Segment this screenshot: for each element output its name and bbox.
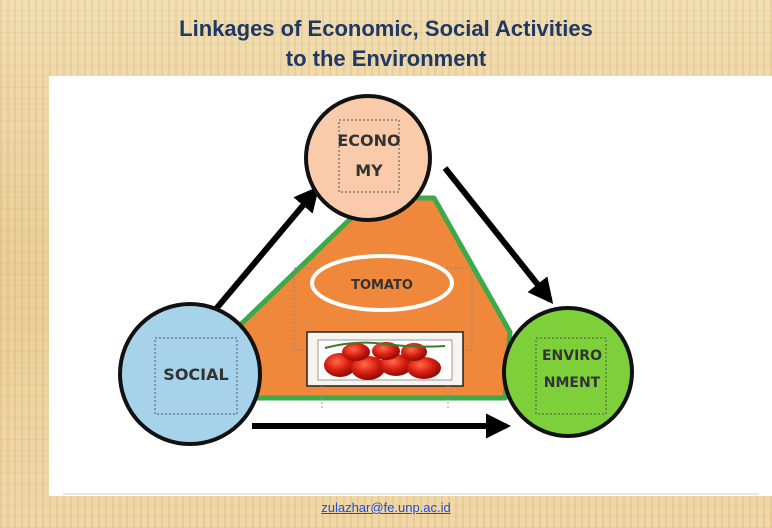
tomato-fruit (342, 343, 370, 361)
environment-label-line-2: NMENT (544, 375, 601, 391)
tomato-fruit (407, 357, 441, 379)
economy-label-line-2: MY (355, 161, 383, 180)
panel-divider (63, 493, 759, 495)
social-label: SOCIAL (163, 365, 228, 384)
footer-email-link[interactable]: zulazhar@fe.unp.ac.id (321, 500, 451, 515)
environment-label-line-1: ENVIRO (542, 348, 602, 364)
economy-text-box (338, 119, 400, 193)
arrow-social-to-economy (202, 186, 320, 324)
environment-text-box (535, 337, 607, 415)
environment-circle (502, 306, 634, 438)
arrow-economy-to-environment (442, 166, 554, 304)
social-text-box (154, 337, 238, 415)
tomato-fruit (372, 342, 400, 360)
tomato-ellipse (310, 254, 454, 312)
tomato-fruit (351, 356, 385, 380)
tomato-label: TOMATO (351, 278, 413, 293)
slide-title: Linkages of Economic, Social Activities … (0, 14, 772, 74)
economy-circle (304, 94, 432, 222)
tomato-vine (324, 341, 446, 349)
title-line-1: Linkages of Economic, Social Activities (179, 16, 593, 41)
tomatoes-image (306, 331, 464, 410)
economy-label-line-1: ECONO (337, 131, 400, 150)
title-line-2: to the Environment (285, 46, 487, 71)
